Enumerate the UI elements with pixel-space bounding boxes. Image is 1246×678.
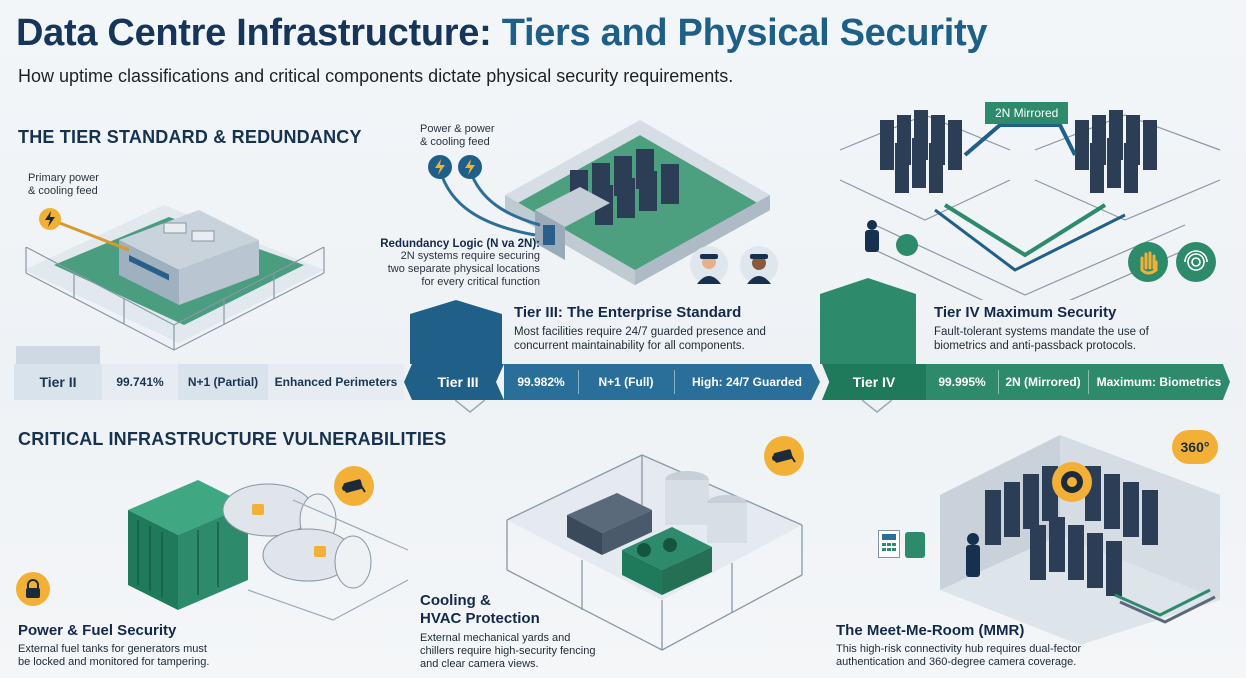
generator-fuel-illustration — [128, 480, 409, 621]
tier-band: Tier II 99.741% N+1 (Partial) Enhanced P… — [14, 364, 1230, 400]
redundancy-line-1: 2N systems require securing — [400, 250, 540, 262]
hand-icon — [1128, 242, 1168, 282]
tier3-desc-2: concurrent maintainability for all compo… — [514, 340, 745, 352]
feed-label-line1: Power & power — [420, 123, 495, 135]
tier4-desc-2: biometrics and anti-passback protocols. — [934, 340, 1136, 352]
guard-avatar-1 — [690, 246, 728, 284]
mmr-room-illustration — [940, 435, 1220, 645]
tier2-uptime: 99.741% — [102, 364, 178, 400]
power-desc-1: External fuel tanks for generators must — [18, 643, 207, 655]
tier3-desc-1: Most facilities require 24/7 guarded pre… — [514, 326, 766, 338]
tier4-mirrored-illustration — [839, 110, 1221, 300]
cooling-desc-1: External mechanical yards and — [420, 632, 571, 644]
tier2-label: Tier II — [14, 364, 102, 400]
tier4-security: Maximum: Biometrics — [1088, 364, 1230, 400]
fingerprint-icon — [1176, 242, 1216, 282]
360-badge: 360° — [1172, 430, 1218, 464]
camera-icon-power — [334, 466, 374, 506]
redundancy-title: Redundancy Logic (N va 2N): — [380, 238, 540, 250]
tier2-redundancy: N+1 (Partial) — [178, 364, 268, 400]
tier4-block — [820, 278, 916, 364]
keypad-icon — [878, 530, 900, 558]
tier2-building-illustration — [24, 205, 325, 351]
tier4-label: Tier IV — [822, 364, 926, 400]
title-part-2: Tiers and Physical Security — [501, 12, 988, 54]
guard-avatar-2 — [740, 246, 778, 284]
tier4-title: Tier IV Maximum Security — [934, 304, 1117, 321]
mmr-title: The Meet-Me-Room (MMR) — [836, 622, 1025, 639]
cooling-yard-illustration — [506, 454, 803, 651]
title-part-1: Data Centre Infrastructure: — [16, 12, 502, 54]
mmr-desc-1: This high-risk connectivity hub requires… — [836, 643, 1082, 655]
tier4-desc-1: Fault-tolerant systems mandate the use o… — [934, 326, 1149, 338]
tier3-label: Tier III — [404, 364, 504, 400]
camera-icon-cooling — [764, 436, 804, 476]
dome-camera-icon — [1052, 462, 1092, 502]
page-subtitle: How uptime classifications and critical … — [18, 66, 734, 86]
mirrored-badge: 2N Mirrored — [985, 102, 1069, 124]
cooling-desc-3: and clear camera views. — [420, 658, 539, 670]
tier3-uptime: 99.982% — [504, 364, 578, 400]
cooling-title-2: HVAC Protection — [420, 610, 540, 627]
lock-icon — [16, 572, 50, 606]
mmr-desc-2: authentication and 360-degree camera cov… — [836, 656, 1077, 668]
tier3-pointer — [455, 400, 485, 413]
power-title: Power & Fuel Security — [18, 622, 177, 639]
redundancy-line-3: for every critical function — [421, 276, 540, 288]
tier2-security: Enhanced Perimeters — [268, 364, 404, 400]
tier3-security: High: 24/7 Guarded — [674, 364, 820, 400]
tier3-title: Tier III: The Enterprise Standard — [514, 304, 742, 321]
power-desc-2: be locked and monitored for tampering. — [18, 656, 210, 668]
redundancy-logic: Redundancy Logic (N va 2N): 2N systems r… — [360, 238, 540, 289]
tier2-block — [16, 346, 100, 364]
section-tier-heading: THE TIER STANDARD & REDUNDANCY — [18, 127, 362, 147]
tier3-facility-illustration — [428, 120, 770, 285]
tier4-redundancy: 2N (Mirrored) — [998, 364, 1088, 400]
tier4-pointer — [862, 400, 892, 413]
feed-label-line2: & cooling feed — [420, 136, 490, 148]
section-vulnerabilities-heading: CRITICAL INFRASTRUCTURE VULNERABILITIES — [18, 429, 447, 449]
page-title: Data Centre Infrastructure: Tiers and Ph… — [16, 12, 987, 55]
cooling-title-1: Cooling & — [420, 592, 491, 609]
tier4-uptime: 99.995% — [926, 364, 998, 400]
tier3-redundancy: N+1 (Full) — [578, 364, 674, 400]
redundancy-line-2: two separate physical locations — [387, 263, 540, 275]
primary-feed-label-line1: Primary power — [28, 172, 99, 184]
cooling-desc-2: chillers require high-security fencing — [420, 645, 596, 657]
card-reader-icon — [905, 532, 925, 558]
primary-feed-label-line2: & cooling feed — [28, 185, 98, 197]
tier3-block — [410, 300, 502, 364]
